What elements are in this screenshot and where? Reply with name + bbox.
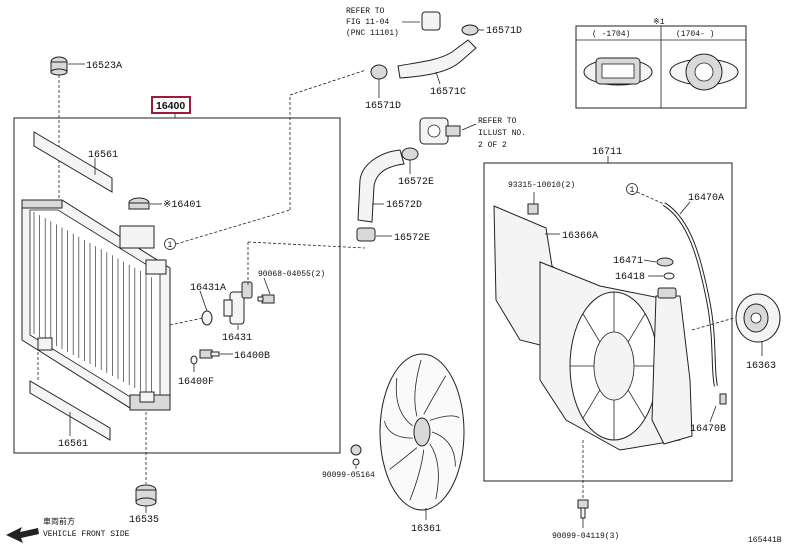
drain-cock-icon <box>199 349 220 359</box>
shroud-rib <box>627 313 646 343</box>
shroud-rib <box>582 313 601 343</box>
o-ring-icon <box>190 355 198 365</box>
refer-illust-line2[interactable]: ILLUST NO. <box>478 129 526 138</box>
part-label-16363[interactable]: 16363 <box>746 361 776 372</box>
fan-blade <box>414 359 422 417</box>
part-label-16431[interactable]: 16431 <box>222 333 252 344</box>
inset-col1-label: ( -1704) <box>592 30 630 39</box>
radiator-cap-icon <box>50 56 68 76</box>
refer-fig-line1[interactable]: REFER TO <box>346 7 385 16</box>
part-label-16535[interactable]: 16535 <box>129 515 159 526</box>
fan-shroud-group-box <box>483 162 733 482</box>
part-label-16571D-top[interactable]: 16571D <box>486 26 522 37</box>
part-label-16572E-top[interactable]: 16572E <box>398 177 434 188</box>
o-ring-small-icon <box>663 272 675 280</box>
part-label-16571C[interactable]: 16571C <box>430 87 466 98</box>
part-label-16366A[interactable]: 16366A <box>562 231 598 242</box>
part-label-16470A[interactable]: 16470A <box>688 193 724 204</box>
hose-clamp-mid-icon <box>370 64 388 80</box>
fan-shroud-icon <box>493 205 681 451</box>
fan-blade <box>384 421 413 439</box>
hose-connector-icon <box>421 11 441 31</box>
callout-marker-label: 1 <box>168 241 173 250</box>
shroud-bolt-icon <box>527 203 539 215</box>
shroud-rib <box>582 389 601 419</box>
hose-clamp-lower-top-icon <box>401 147 419 161</box>
hose-clip-icon <box>719 393 727 405</box>
part-label-90099-05164[interactable]: 90099-05164 <box>322 471 375 480</box>
water-outlet-icon <box>223 281 253 325</box>
inset-col2-label: (1704- ) <box>676 30 714 39</box>
fan-blade <box>429 443 439 500</box>
part-label-16561-top[interactable]: 16561 <box>88 150 118 161</box>
radiator-seal-top-icon <box>33 131 113 193</box>
refer-fig-line2[interactable]: FIG 11-04 <box>346 18 389 27</box>
fan-motor-icon <box>735 293 781 343</box>
part-label-16572D[interactable]: 16572D <box>386 200 422 211</box>
refer-illust-line1[interactable]: REFER TO <box>478 117 517 126</box>
refer-illust-line3[interactable]: 2 OF 2 <box>478 141 507 150</box>
part-label-16361[interactable]: 16361 <box>411 524 441 535</box>
callout-marker-icon <box>164 238 176 250</box>
fan-blade <box>409 449 425 501</box>
upper-radiator-hose-icon <box>397 39 477 79</box>
part-label-16400F[interactable]: 16400F <box>178 377 214 388</box>
part-label-16523A[interactable]: 16523A <box>86 61 122 72</box>
cooling-fan-icon <box>379 353 465 511</box>
part-label-16572E-bottom[interactable]: 16572E <box>394 233 430 244</box>
part-label-90068[interactable]: 90068-04055(2) <box>258 270 325 279</box>
cap-type-new-icon <box>669 53 739 91</box>
hose-clamp-top-icon <box>461 24 479 36</box>
fan-blade <box>389 447 418 470</box>
radiator-core-icon <box>21 199 171 411</box>
part-label-16418[interactable]: 16418 <box>615 272 645 283</box>
radiator-group-box <box>13 117 341 454</box>
part-label-16711[interactable]: 16711 <box>592 147 622 158</box>
fan-nut-icon <box>350 444 362 466</box>
reservoir-cap-gasket-icon <box>656 257 674 267</box>
part-label-16471[interactable]: 16471 <box>613 256 643 267</box>
figure-code: 165441B <box>748 536 782 545</box>
fan-blade <box>423 375 447 415</box>
shroud-rib <box>627 389 646 419</box>
shroud-screw-icon <box>577 499 589 519</box>
vehicle-front-label-jp: 車両前方 <box>43 516 75 527</box>
reservoir-cap-icon <box>128 197 150 210</box>
part-label-16561-bottom[interactable]: 16561 <box>58 439 88 450</box>
part-label-90099-04119[interactable]: 90099-04119(3) <box>552 532 619 541</box>
fan-blade <box>431 431 456 467</box>
lower-radiator-hose-icon <box>357 149 405 223</box>
callout-marker-2-icon <box>626 183 638 195</box>
refer-fig-line3[interactable]: (PNC 11101) <box>346 29 399 38</box>
inset-note: ※1 <box>653 18 665 27</box>
cap-type-old-icon <box>583 57 653 86</box>
radiator-seal-bottom-icon <box>29 380 111 441</box>
vehicle-front-arrow-icon <box>6 527 39 543</box>
hose-clamp-lower-bottom-icon <box>356 227 376 242</box>
part-label-16400[interactable]: 16400 <box>156 100 185 112</box>
highlight-box-16400[interactable] <box>151 96 191 114</box>
gasket-icon <box>201 310 213 326</box>
reservoir-tank-icon <box>651 287 693 445</box>
cap-variant-inset: ※1 ( -1704) (1704- ) <box>575 18 747 109</box>
mount-cushion-icon <box>135 484 157 507</box>
part-label-93315[interactable]: 93315-10010(2) <box>508 181 575 190</box>
part-label-16401[interactable]: ※16401 <box>163 200 201 211</box>
part-label-16431A[interactable]: 16431A <box>190 283 226 294</box>
callout-marker-2-label: 1 <box>630 186 635 195</box>
part-label-16470B[interactable]: 16470B <box>690 424 726 435</box>
fan-blade <box>395 377 413 427</box>
part-label-16400B[interactable]: 16400B <box>234 351 270 362</box>
fan-blade <box>429 415 460 421</box>
vehicle-front-label-en: VEHICLE FRONT SIDE <box>43 530 130 539</box>
part-label-16571D-mid[interactable]: 16571D <box>365 101 401 112</box>
bolt-icon <box>257 294 275 304</box>
water-inlet-housing-icon <box>419 117 461 145</box>
